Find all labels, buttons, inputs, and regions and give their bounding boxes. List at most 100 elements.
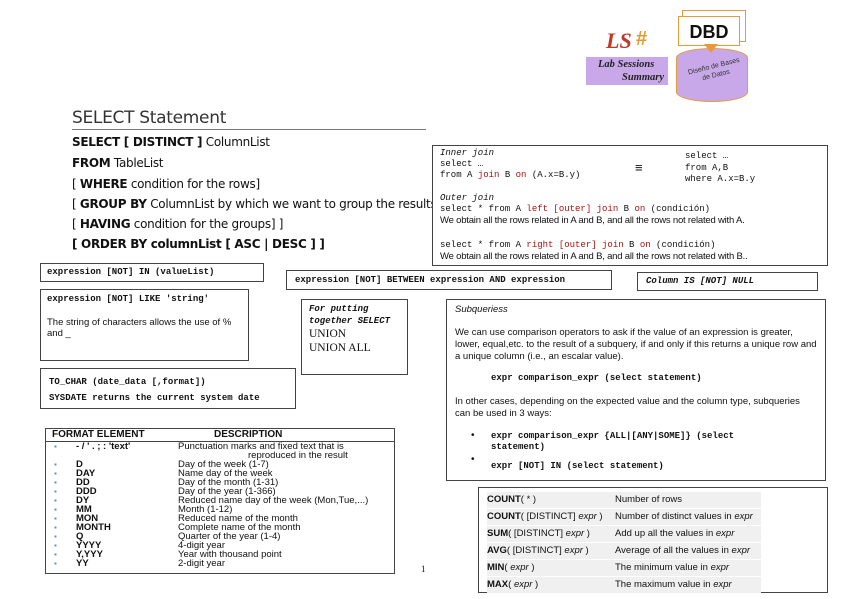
format-desc: Day of the week (1-7)	[178, 459, 269, 470]
format-desc: Year with thousand point	[178, 549, 282, 560]
bullet-icon: ▪	[54, 541, 57, 550]
bullet-icon: •	[471, 430, 475, 441]
page-number: 1	[421, 564, 426, 574]
agg-function: COUNT( * )	[487, 494, 537, 505]
kw-on: on	[639, 240, 651, 250]
table-row: MAX( expr ) The maximum value in expr	[487, 577, 761, 593]
like-code: expression [NOT] LIKE 'string'	[47, 294, 210, 304]
code: (A.x=B.y)	[526, 170, 581, 180]
code: B	[499, 170, 516, 180]
outer-join-title: Outer join	[440, 193, 495, 203]
agg-desc: Number of distinct values in expr	[615, 511, 753, 522]
arrow-down-icon	[704, 44, 718, 53]
format-element: YY	[76, 558, 89, 569]
agg-desc: The maximum value in expr	[615, 579, 732, 590]
agg-function: MAX( expr )	[487, 579, 539, 590]
subqueries-title: Subqueriess	[455, 304, 508, 315]
union-box: For putting together SELECT UNION UNION …	[301, 299, 408, 375]
aggregate-functions-table: COUNT( * ) Number of rows COUNT( [DISTIN…	[478, 487, 828, 593]
between-code: expression [NOT] BETWEEN expression AND …	[295, 275, 566, 285]
ls-logo: LS	[606, 28, 632, 53]
pre: [	[72, 177, 80, 191]
agg-desc: Number of rows	[615, 494, 683, 505]
code: B	[623, 240, 640, 250]
agg-function: COUNT( [DISTINCT] expr )	[487, 511, 603, 522]
lab-sessions-badge: Lab Sessions Summary	[586, 57, 668, 85]
format-desc: reproduced in the result	[248, 450, 348, 461]
bullet-icon: ▪	[54, 559, 57, 568]
format-element: YYYY	[76, 540, 102, 551]
syntax-orderby: [ ORDER BY columnList [ ASC | DESC ] ]	[72, 237, 325, 251]
code: (condición)	[650, 240, 716, 250]
bullet-icon: •	[471, 454, 475, 465]
code: (condición)	[645, 204, 711, 214]
lab-line2: Summary	[621, 72, 664, 83]
table-row: SUM( [DISTINCT] expr ) Add up all the va…	[487, 526, 761, 542]
format-elements-table: FORMAT ELEMENT DESCRIPTION ▪- / ' . ; : …	[45, 428, 395, 574]
format-element: MONTH	[76, 522, 111, 533]
format-element: Y,YYY	[76, 549, 103, 560]
bullet-icon: ▪	[54, 532, 57, 541]
hash-logo-icon: #	[636, 28, 648, 50]
format-desc: Quarter of the year (1-4)	[178, 531, 281, 542]
table-row: COUNT( [DISTINCT] expr ) Number of disti…	[487, 509, 761, 525]
union-all-keyword: UNION ALL	[309, 342, 371, 354]
bullet-text: expr [NOT] IN (select statement)	[491, 461, 664, 471]
subqueries-bullet-1: • expr comparison_expr {ALL|[ANY|SOME]} …	[455, 430, 817, 453]
pre: [	[72, 217, 80, 231]
rest: ColumnList	[202, 135, 270, 149]
syntax-select: SELECT [ DISTINCT ] ColumnList	[72, 135, 270, 149]
left-join-desc: We obtain all the rows related in A and …	[440, 215, 745, 226]
dbd-label: DBD	[678, 16, 740, 46]
format-element: D	[76, 459, 83, 470]
format-element: DAY	[76, 468, 96, 479]
to-char-box: TO_CHAR (date_data [,format]) SYSDATE re…	[40, 368, 296, 409]
col-header-description: DESCRIPTION	[214, 429, 283, 440]
subqueries-bullet-2: • expr [NOT] IN (select statement)	[455, 454, 817, 473]
code: B	[618, 204, 635, 214]
null-code: Column IS [NOT] NULL	[646, 276, 755, 286]
kw: GROUP BY	[79, 197, 147, 211]
format-desc: Day of the year (1-366)	[178, 486, 276, 497]
between-expression-box: expression [NOT] BETWEEN expression AND …	[286, 270, 612, 290]
syntax-having: [ HAVING condition for the groups] ]	[72, 217, 283, 231]
null-expression-box: Column IS [NOT] NULL	[637, 272, 818, 291]
format-element: Q	[76, 531, 84, 542]
format-element: MM	[76, 504, 92, 515]
code: select * from A	[440, 204, 527, 214]
agg-function: MIN( expr )	[487, 562, 535, 573]
syntax-where: [ WHERE condition for the rows]	[72, 177, 260, 191]
kw-on: on	[634, 204, 646, 214]
format-desc: Day of the month (1-31)	[178, 477, 279, 488]
format-desc: Name day of the week	[178, 468, 273, 479]
agg-function: SUM( [DISTINCT] expr )	[487, 528, 590, 539]
rest: condition for the rows]	[127, 177, 260, 191]
format-element: DD	[76, 477, 90, 488]
format-desc: 4-digit year	[178, 540, 225, 551]
format-desc: Month (1-12)	[178, 504, 233, 515]
kw-join: join	[477, 170, 500, 180]
in-expression-box: expression [NOT] IN (valueList)	[40, 263, 264, 282]
syntax-from: FROM TableList	[72, 156, 164, 170]
subqueries-p1: We can use comparison operators to ask i…	[455, 327, 817, 362]
in-code: expression [NOT] IN (valueList)	[47, 267, 215, 277]
inner-join-line2: from A join B on (A.x=B.y)	[440, 170, 580, 180]
to-char-code: TO_CHAR (date_data [,format])	[49, 377, 206, 387]
inner-join-title: Inner join	[440, 148, 495, 158]
pre: [	[72, 197, 80, 211]
like-expression-box: expression [NOT] LIKE 'string' The strin…	[40, 289, 249, 361]
kw: WHERE	[79, 177, 128, 191]
kw: SELECT [ DISTINCT ]	[72, 135, 203, 149]
format-element: DY	[76, 495, 90, 506]
joins-box: Inner join select … from A join B on (A.…	[432, 145, 828, 266]
format-element: DDD	[76, 486, 97, 497]
format-desc: Reduced name day of the week (Mon,Tue,..…	[178, 495, 369, 506]
bullet-text: expr comparison_expr {ALL|[ANY|SOME]} (s…	[491, 431, 735, 452]
agg-desc: Average of all the values in expr	[615, 545, 751, 556]
right-join-desc: We obtain all the rows related in A and …	[440, 251, 748, 262]
lab-line1: Lab Sessions	[598, 59, 655, 70]
kw: [ ORDER BY columnList [ ASC | DESC ] ]	[72, 237, 325, 251]
agg-function: AVG( [DISTINCT] expr )	[487, 545, 589, 556]
format-desc: Reduced name of the month	[178, 513, 298, 524]
equivalence-icon: ≡	[635, 160, 643, 175]
